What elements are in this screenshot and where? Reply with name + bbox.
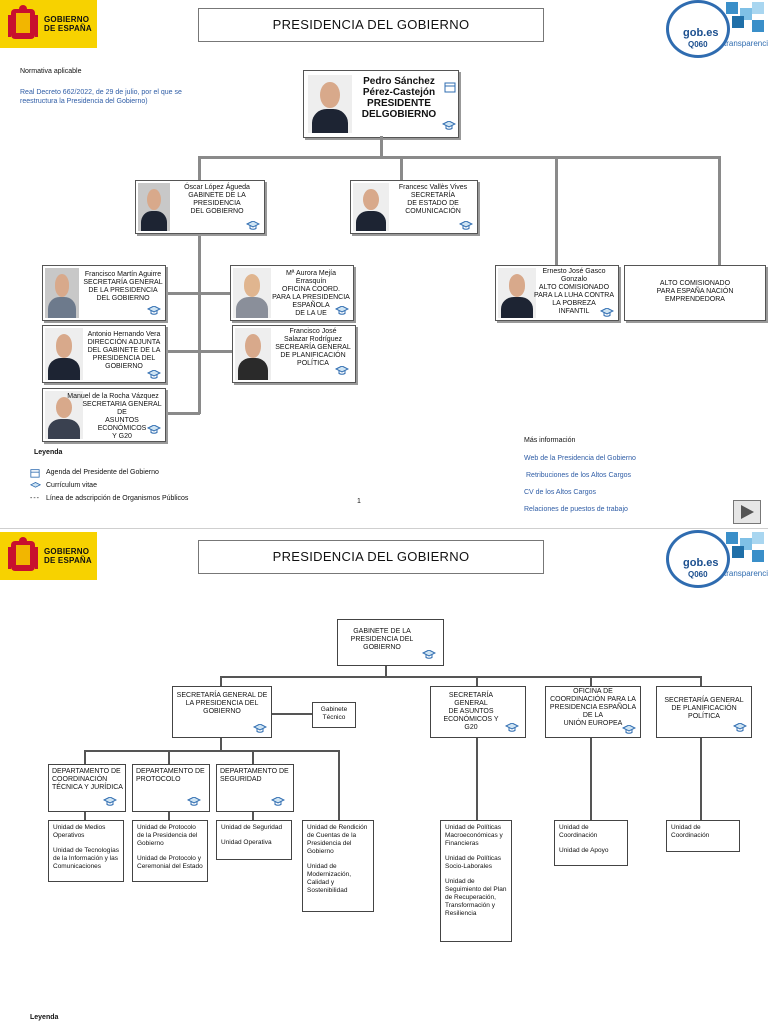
- graduation-cap-icon[interactable]: [103, 797, 117, 806]
- graduation-cap-icon[interactable]: [335, 306, 349, 315]
- graduation-cap-icon[interactable]: [600, 308, 614, 317]
- graduation-cap-icon[interactable]: [147, 370, 161, 379]
- page-number: 1: [357, 498, 361, 505]
- normativa-label: Normativa aplicable: [20, 68, 82, 75]
- page-title: PRESIDENCIA DEL GOBIERNO: [198, 540, 544, 574]
- president-photo: [308, 75, 352, 133]
- dashed-line-icon: ---: [30, 494, 40, 502]
- connector: [400, 156, 403, 180]
- connector: [163, 412, 200, 415]
- graduation-cap-icon[interactable]: [271, 797, 285, 806]
- connector: [718, 156, 721, 266]
- connector: [163, 292, 233, 295]
- graduation-cap-icon[interactable]: [187, 797, 201, 806]
- legend-title: Leyenda: [34, 449, 63, 456]
- coat-of-arms-icon: [8, 537, 38, 571]
- transparencia-logo[interactable]: transparencia: [724, 0, 768, 52]
- graduation-cap-icon[interactable]: [147, 306, 161, 315]
- coat-of-arms-icon: [8, 5, 38, 39]
- connector: [198, 232, 201, 414]
- units-rendicion: Unidad de Rendición de Cuentas de la Pre…: [302, 820, 374, 912]
- units-economicos: Unidad de Políticas Macroeconómicas y Fi…: [440, 820, 512, 942]
- graduation-cap-icon[interactable]: [422, 650, 436, 659]
- normativa-link[interactable]: Real Decreto 662/2022, de 29 de julio, p…: [20, 89, 182, 105]
- president-name: Pedro Sánchez: [363, 76, 435, 87]
- units-planificacion: Unidad de Coordinación: [666, 820, 740, 852]
- transparencia-icon: [726, 532, 764, 562]
- link-retribuciones[interactable]: Retribuciones de los Altos Cargos: [526, 472, 632, 479]
- graduation-cap-icon: [30, 481, 41, 488]
- next-page-button[interactable]: [733, 500, 761, 524]
- legend: Agenda del Presidente del Gobierno Currí…: [30, 468, 189, 502]
- connector: [163, 350, 233, 353]
- gob-es-seal[interactable]: gob.es Q060: [666, 0, 730, 58]
- president-box[interactable]: Pedro Sánchez Pérez-Castejón PRESIDENTE …: [303, 70, 459, 138]
- link-rpt[interactable]: Relaciones de puestos de trabajo: [524, 506, 628, 513]
- connector: [198, 156, 201, 180]
- connector: [380, 136, 383, 158]
- connector: [555, 156, 558, 266]
- president-role: PRESIDENTE: [367, 98, 431, 109]
- graduation-cap-icon[interactable]: [335, 366, 349, 375]
- graduation-cap-icon[interactable]: [246, 221, 260, 230]
- transparencia-icon: [726, 2, 764, 32]
- units-protocolo: Unidad de Protocolo de la Presidencia de…: [132, 820, 208, 882]
- graduation-cap-icon[interactable]: [505, 723, 519, 732]
- play-arrow-icon: [741, 505, 754, 519]
- link-web-presidencia[interactable]: Web de la Presidencia del Gobierno: [524, 455, 636, 462]
- graduation-cap-icon[interactable]: [253, 724, 267, 733]
- page-title: PRESIDENCIA DEL GOBIERNO: [198, 8, 544, 42]
- legend-title-2: Leyenda: [30, 1014, 59, 1021]
- calendar-icon[interactable]: [444, 81, 456, 93]
- graduation-cap-icon[interactable]: [733, 723, 747, 732]
- transparencia-logo[interactable]: transparencia: [724, 530, 768, 582]
- graduation-cap-icon[interactable]: [147, 425, 161, 434]
- connector: [198, 156, 720, 159]
- more-info-title: Más información: [524, 437, 576, 444]
- link-cv[interactable]: CV de los Altos Cargos: [524, 489, 596, 496]
- calendar-icon: [30, 468, 40, 478]
- graduation-cap-icon[interactable]: [442, 121, 456, 130]
- page-divider: [0, 528, 768, 529]
- gob-es-seal[interactable]: gob.es Q060: [666, 530, 730, 588]
- graduation-cap-icon[interactable]: [622, 725, 636, 734]
- graduation-cap-icon[interactable]: [459, 221, 473, 230]
